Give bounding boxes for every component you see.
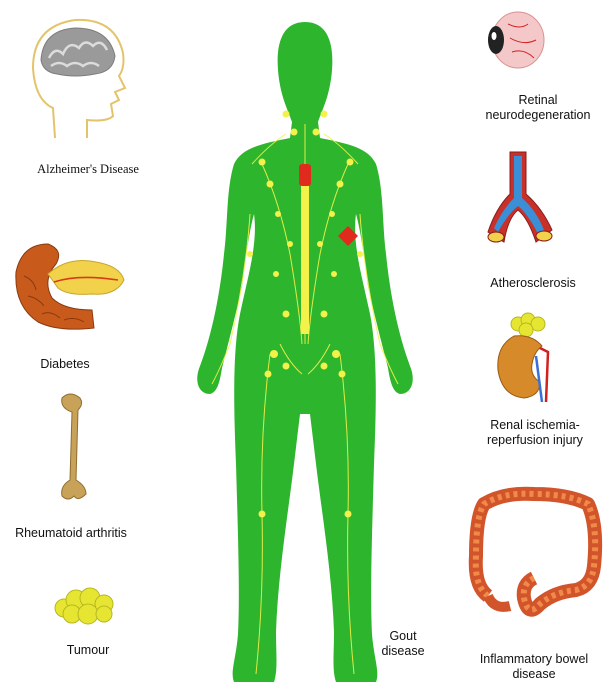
tumour-cluster-icon [52,586,120,626]
label-rheumatoid: Rheumatoid arthritis [6,526,136,541]
femur-bone-icon [52,390,102,505]
eye-icon [478,6,548,76]
label-tumour: Tumour [48,643,128,658]
label-ibd: Inflammatory bowel disease [464,652,604,682]
artery-icon [482,148,558,248]
label-renal: Renal ischemia- reperfusion injury [470,418,600,448]
human-body-lymphatic-icon [190,14,420,690]
label-gout: Gout disease [378,629,428,659]
label-atherosclerosis: Atherosclerosis [468,276,598,291]
kidney-icon [496,312,560,402]
label-alzheimers: Alzheimer's Disease [18,162,158,177]
brain-head-icon [15,8,135,143]
label-retinal: Retinal neurodegeneration [468,93,608,123]
label-diabetes: Diabetes [20,357,110,372]
colon-icon [464,486,604,621]
pancreas-icon [8,236,128,336]
